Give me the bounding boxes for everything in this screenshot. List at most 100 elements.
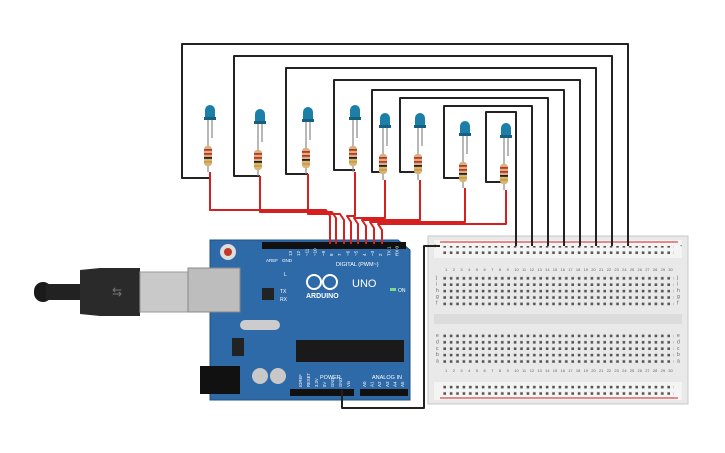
column-number: 10	[514, 368, 519, 373]
column-number: 9	[507, 267, 510, 272]
row-letter: b	[436, 352, 439, 358]
led-4[interactable]	[349, 105, 361, 138]
ground-wire[interactable]	[233, 55, 613, 246]
row-letter: j	[435, 275, 437, 281]
led-1[interactable]	[204, 105, 216, 138]
resistor[interactable]	[254, 142, 262, 176]
signal-wire[interactable]	[377, 190, 507, 244]
column-number: 2	[453, 267, 456, 272]
led-body	[501, 123, 511, 136]
resistor[interactable]	[500, 156, 508, 190]
column-number: 24	[622, 368, 627, 373]
signal-wire[interactable]	[346, 172, 356, 244]
column-number: 20	[591, 267, 596, 272]
column-number: 8	[499, 267, 502, 272]
row-letter: i	[677, 281, 678, 287]
ground-wire[interactable]	[181, 43, 629, 246]
led-5[interactable]	[379, 113, 391, 146]
signal-wire[interactable]	[307, 174, 345, 244]
row-letter: j	[676, 275, 678, 281]
led-2[interactable]	[254, 109, 266, 142]
bottom-terminal-holes[interactable]	[442, 332, 674, 364]
column-number: 27	[645, 267, 650, 272]
signal-wire[interactable]	[259, 176, 337, 244]
power-pin-label: IOREF	[298, 374, 303, 387]
column-number: 28	[653, 368, 658, 373]
usb-cable[interactable]: ⇆	[34, 268, 189, 316]
column-number: 28	[653, 267, 658, 272]
analog-pin-label: A2	[377, 381, 382, 387]
column-number: 30	[668, 267, 673, 272]
led-body	[460, 121, 470, 134]
power-label: POWER	[320, 375, 341, 381]
row-letter: f	[677, 301, 679, 307]
row-letter: i	[436, 281, 437, 287]
resistor[interactable]	[349, 138, 357, 172]
led-3[interactable]	[302, 107, 314, 140]
led-rx-label: RX	[280, 297, 288, 303]
ground-wire[interactable]	[333, 79, 581, 246]
ground-wire[interactable]	[443, 105, 533, 246]
ground-wire[interactable]	[285, 67, 597, 246]
power-pin-label: RESET	[306, 373, 311, 387]
digital-label: DIGITAL (PWM~)	[336, 262, 379, 268]
column-number: 5	[476, 267, 479, 272]
column-number: 18	[576, 267, 581, 272]
top-rail-holes[interactable]	[442, 246, 674, 256]
crystal	[240, 320, 280, 330]
led-l-label: L	[284, 272, 287, 278]
digital-pin-label: ~5	[354, 250, 359, 256]
led-7[interactable]	[459, 121, 471, 154]
bottom-rail-holes[interactable]	[442, 385, 674, 395]
resistor[interactable]	[459, 154, 467, 188]
column-number: 15	[553, 368, 558, 373]
column-number: 27	[645, 368, 650, 373]
row-letter: e	[436, 333, 439, 339]
signal-wire[interactable]	[353, 180, 386, 244]
column-number: 21	[599, 267, 604, 272]
digital-pin-label: ~9	[321, 250, 326, 256]
column-number: 17	[568, 267, 573, 272]
signal-wire[interactable]	[209, 172, 331, 244]
column-number: 21	[599, 368, 604, 373]
power-header[interactable]	[290, 389, 354, 396]
column-number: 19	[584, 368, 589, 373]
led-6[interactable]	[414, 113, 426, 146]
column-number: 10	[514, 267, 519, 272]
signal-wire[interactable]	[361, 180, 421, 244]
analog-header[interactable]	[360, 389, 408, 396]
column-number: 29	[661, 267, 666, 272]
ground-wire[interactable]	[399, 97, 549, 246]
signal-wire[interactable]	[369, 188, 466, 244]
digital-pin-label: 7	[337, 253, 342, 256]
arduino-ground-wire[interactable]	[341, 245, 440, 409]
top-terminal-holes[interactable]	[442, 274, 674, 306]
capacitor-2	[270, 368, 286, 384]
led-8[interactable]	[500, 123, 512, 156]
arduino-board[interactable]: ARDUINO UNO DIGITAL (PWM~) POWER ANALOG …	[187, 239, 411, 401]
resistor[interactable]	[414, 146, 422, 180]
column-number: 4	[468, 267, 471, 272]
arduino-brand: ARDUINO	[306, 293, 339, 300]
resistor[interactable]	[379, 146, 387, 180]
power-pin-label: 3.3V	[314, 378, 319, 387]
column-number: 26	[638, 267, 643, 272]
column-number: 11	[522, 267, 527, 272]
digital-pin-label: ~10	[313, 248, 318, 256]
resistor[interactable]	[204, 138, 212, 172]
resistor[interactable]	[302, 140, 310, 174]
digital-pin-label: ~11	[304, 248, 309, 256]
analog-label: ANALOG IN	[372, 375, 402, 381]
digital-header[interactable]	[262, 242, 406, 249]
led-tx-label: TX	[280, 289, 287, 295]
row-letter: c	[677, 346, 680, 352]
column-number: 6	[484, 267, 487, 272]
ground-wire[interactable]	[485, 111, 517, 246]
row-letter: g	[677, 294, 680, 300]
on-led	[390, 288, 396, 291]
aref-label: AREF	[266, 258, 278, 263]
ground-wire[interactable]	[371, 89, 565, 246]
analog-pin-label: A5	[400, 381, 405, 387]
